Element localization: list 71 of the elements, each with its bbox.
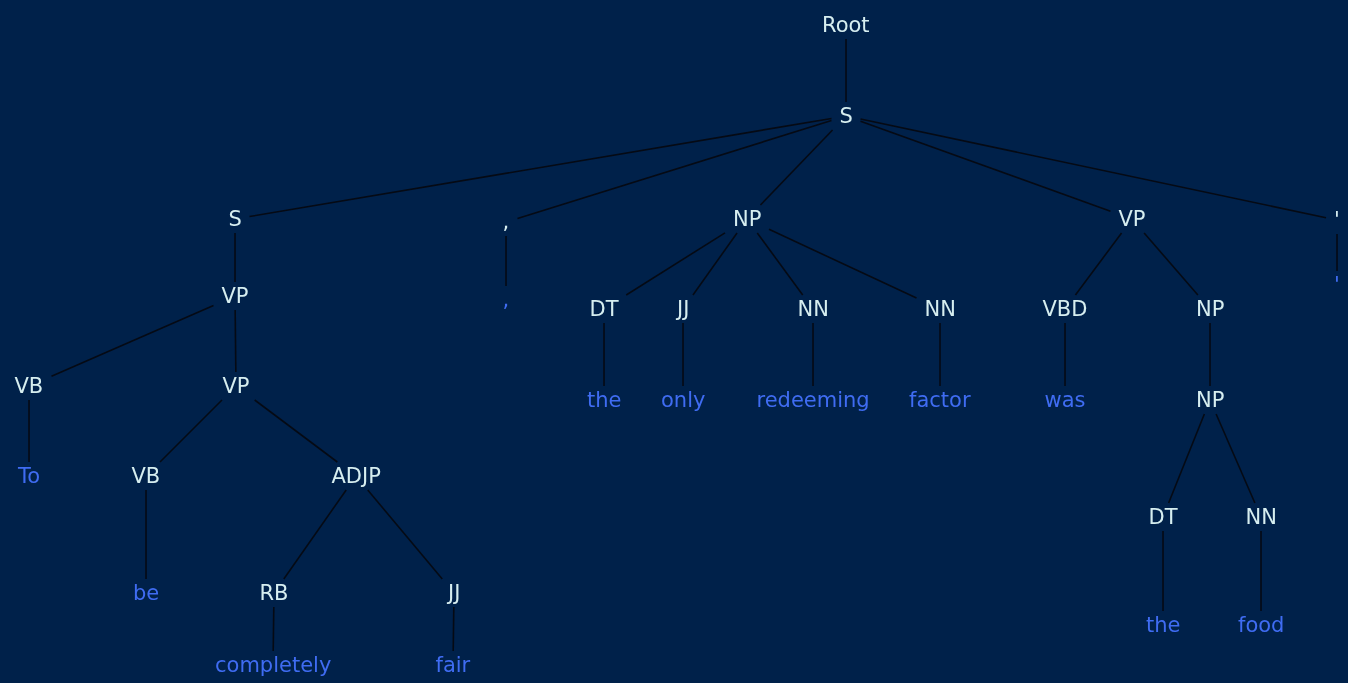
tree-branch-line [812,322,814,387]
word-label: redeeming [750,384,876,416]
tree-branch-line [505,235,507,287]
word-label: , [496,284,516,316]
tag-label: NN [918,293,962,325]
tree-branch-line [1162,530,1164,612]
tree-branch-line [1074,232,1123,296]
tag-label: NN [1239,501,1283,533]
tag-label: VP [215,280,255,312]
tree-branch-line [283,489,347,580]
tag-label: , [496,206,516,238]
tag-label: DT [583,293,625,325]
tree-branch-line [1209,322,1211,387]
tag-label: RB [253,577,295,609]
tree-branch-line [272,606,275,652]
tree-branch-line [1143,232,1199,296]
tree-branch-line [366,489,444,580]
tag-label: NP [727,203,768,235]
tree-branch-line [159,399,223,463]
tree-branch-line [1167,413,1206,504]
tag-label: VBD [1036,293,1094,325]
tag-label: DT [1142,501,1184,533]
word-label: To [12,460,47,492]
word-label: food [1232,609,1291,641]
tree-branch-line [50,304,215,377]
tag-label: NN [791,293,835,325]
tree-branch-line [939,322,941,387]
tag-label: Root [816,9,876,41]
tree-branch-line [692,232,738,296]
tag-label: NP [1190,293,1231,325]
tree-branch-line [452,606,455,652]
tag-label: NP [1190,384,1231,416]
word-label: fair [429,649,477,681]
word-label: only [655,384,712,416]
word-label: completely [209,649,338,681]
tree-branch-line [234,232,236,283]
tree-branch-line [248,117,833,218]
tree-branch-line [756,232,804,296]
tree-branch-line [234,309,237,373]
tree-branch-line [253,399,339,463]
tag-label: ADJP [325,460,387,492]
tree-branch-line [1260,530,1262,612]
tree-branch-line [145,489,147,580]
tree-branch-line [625,232,726,296]
tree-branch-line [28,399,30,463]
tag-label: JJ [671,293,696,325]
word-label: the [581,384,628,416]
tree-branch-line [1064,322,1066,387]
tag-label: S [833,100,859,132]
tree-branch-line [603,322,605,387]
tree-branch-line [682,322,684,387]
tag-label: VB [8,370,50,402]
tree-branch-line [1215,413,1256,504]
tree-branch-line [768,228,918,299]
tag-label: VP [1112,203,1152,235]
tag-label: VP [216,370,256,402]
tree-branch-line [1336,233,1338,272]
tree-branch-line [859,118,1327,219]
word-label: was [1038,384,1092,416]
tag-label: JJ [442,577,467,609]
word-label: be [127,577,166,609]
tag-label: ' [1328,204,1346,236]
tag-label: S [222,203,248,235]
word-label: factor [903,384,977,416]
tree-branch-line [759,129,834,206]
tree-branch-line [859,120,1112,213]
tree-branch-line [845,38,847,103]
tag-label: VB [125,460,167,492]
word-label: the [1140,609,1187,641]
word-label: ' [1328,269,1346,301]
tree-branch-line [516,119,833,220]
